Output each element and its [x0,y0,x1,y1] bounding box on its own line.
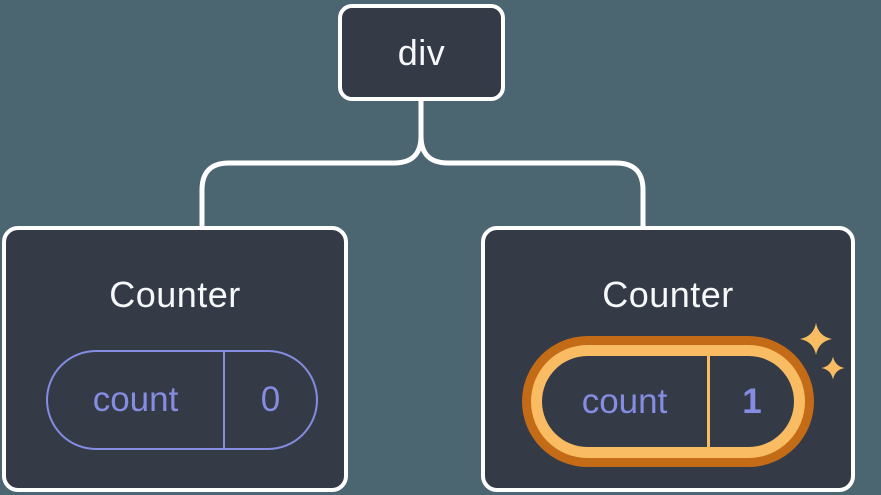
state-pill-core: count 1 [542,356,794,447]
state-pill-highlighted: count 1 [522,336,814,467]
state-pill: count 0 [46,350,318,450]
state-pill-highlight-ring: count 1 [531,345,805,458]
counter-card-right: Counter count 1 [481,226,855,492]
counter-card-left: Counter count 0 [2,226,348,492]
root-node-div: div [338,4,505,101]
state-value: 0 [223,352,316,448]
state-value: 1 [707,356,794,447]
connector-left-branch [199,100,424,227]
counter-title: Counter [602,274,734,315]
state-key-label: count [581,381,668,421]
counter-title: Counter [109,274,241,315]
root-node-label: div [397,31,446,73]
state-key-label: count [92,380,179,419]
connector-right-branch [418,100,646,227]
